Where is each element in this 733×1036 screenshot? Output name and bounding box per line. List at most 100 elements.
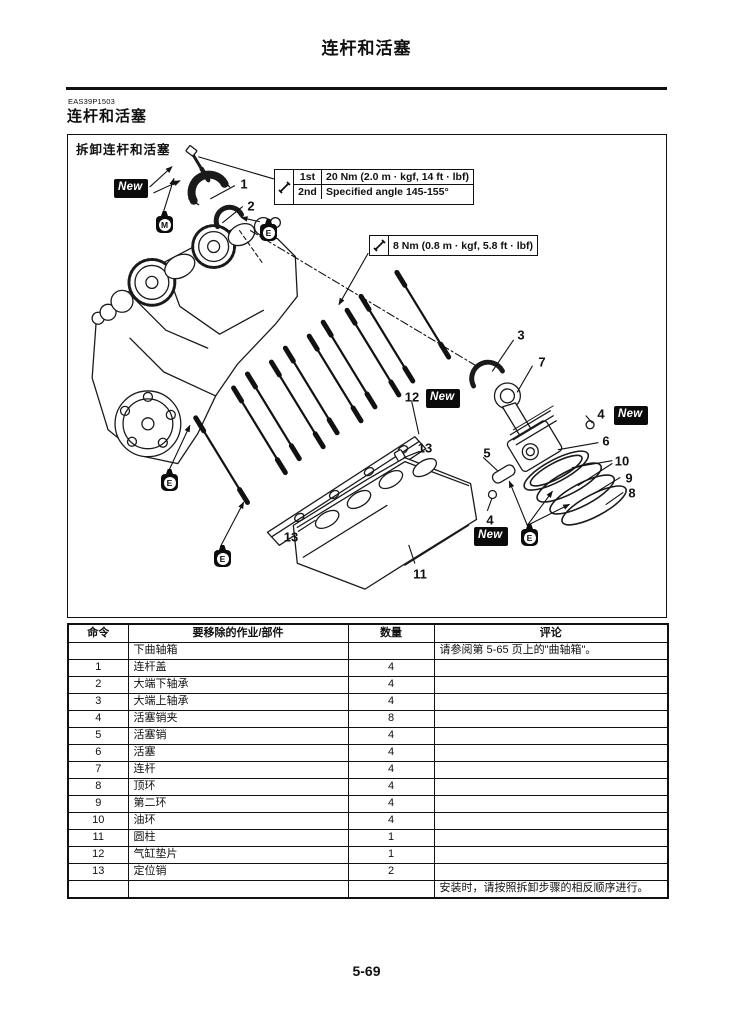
callout-13: 13 [417,440,433,456]
cell-part: 大端下轴承 [127,676,349,694]
exploded-view-figure: 拆卸连杆和活塞 1st 20 Nm (2.0 m · kgf, 14 ft · … [67,134,667,618]
table-row: 2 大端下轴承 4 [67,676,669,694]
callout-11: 11 [413,566,427,582]
cell-part: 连杆 [127,761,349,779]
cell-order: 11 [67,829,129,847]
cell-qty: 4 [347,693,435,711]
cell-order: 13 [67,863,129,881]
cell-order: 12 [67,846,129,864]
header-remarks: 评论 [433,623,669,643]
table-row: 11 圆柱 1 [67,829,669,847]
engine-oil-symbol: E [214,550,231,567]
cell-part: 活塞 [127,744,349,762]
cell-remarks [433,761,669,779]
exploded-view-drawing [91,145,627,590]
torque-value-secondary: 8 Nm (0.8 m · kgf, 5.8 ft · lbf) [393,239,534,252]
cell-qty: 4 [347,727,435,745]
cell-remarks [433,727,669,745]
cell-order: 1 [67,659,129,677]
cell-qty: 1 [347,846,435,864]
piston-pin-clip-bottom [487,489,498,500]
torque-step-2: 2nd [294,185,322,199]
torque-step-1: 1st [294,170,322,184]
page-number: 5-69 [352,963,381,979]
table-row: 6 活塞 4 [67,744,669,762]
table-row: 5 活塞销 4 [67,727,669,745]
cell-part: 定位销 [127,863,349,881]
cell-remarks [433,744,669,762]
rod-cap-and-bearings [185,145,245,230]
cell-remarks [433,659,669,677]
table-row: 安装时，请按照拆卸步骤的相反顺序进行。 [67,880,669,899]
cell-qty: 4 [347,795,435,813]
molybdenum-letter: M [158,218,171,231]
table-row: 7 连杆 4 [67,761,669,779]
cell-remarks: 安装时，请按照拆卸步骤的相反顺序进行。 [433,880,669,899]
cell-qty: 4 [347,676,435,694]
cell-part: 气缸垫片 [127,846,349,864]
cell-order: 5 [67,727,129,745]
torque-value-2: Specified angle 145-155° [326,186,449,198]
cell-order: 10 [67,812,129,830]
parts-removal-table: 命令 要移除的作业/部件 数量 评论 下曲轴箱 请参阅第 5-65 页上的"曲轴… [67,623,669,899]
cell-remarks: 请参阅第 5-65 页上的"曲轴箱"。 [433,642,669,660]
cell-remarks [433,846,669,864]
cell-remarks [433,812,669,830]
figure-caption: 拆卸连杆和活塞 [76,143,171,157]
connecting-rod-piston [487,382,595,500]
page-header-title: 连杆和活塞 [321,39,412,58]
wrench-icon [275,170,294,204]
cell-qty: 4 [347,659,435,677]
crankshaft [91,217,282,325]
cylinder-studs [193,269,452,505]
wrench-icon [370,236,389,255]
cell-order [67,642,129,660]
cell-qty: 1 [347,829,435,847]
engine-oil-letter: E [523,531,536,544]
cell-order: 4 [67,710,129,728]
table-row: 12 气缸垫片 1 [67,846,669,864]
callout-10: 10 [614,453,630,469]
callout-3: 3 [517,327,525,343]
table-row: 10 油环 4 [67,812,669,830]
callout-2: 2 [247,198,255,214]
table-row: 1 连杆盖 4 [67,659,669,677]
cell-qty [347,642,435,660]
table-row: 9 第二环 4 [67,795,669,813]
callout-5: 5 [483,445,491,461]
engine-oil-letter: E [262,226,275,239]
callout-13b: 13 [283,529,299,545]
cell-order: 9 [67,795,129,813]
new-badge: New [474,527,508,546]
callout-8: 8 [628,485,636,501]
torque-spec-main: 1st 20 Nm (2.0 m · kgf, 14 ft · lbf) 2nd… [274,169,474,205]
callout-9: 9 [625,470,633,486]
big-end-upper-bearing [469,359,505,389]
callout-4b: 4 [486,512,494,528]
cell-part: 油环 [127,812,349,830]
cell-part: 圆柱 [127,829,349,847]
cell-qty [347,880,435,899]
cell-order: 6 [67,744,129,762]
table-row: 13 定位销 2 [67,863,669,881]
cell-remarks [433,676,669,694]
cell-order: 7 [67,761,129,779]
piston-rings [523,450,627,526]
parts-table-body: 下曲轴箱 请参阅第 5-65 页上的"曲轴箱"。 1 连杆盖 4 2 大端下轴承… [67,642,669,899]
table-row: 3 大端上轴承 4 [67,693,669,711]
table-row: 4 活塞销夹 8 [67,710,669,728]
callout-4: 4 [597,406,605,422]
callout-7: 7 [538,354,546,370]
cell-remarks [433,778,669,796]
cell-qty: 4 [347,761,435,779]
cell-remarks [433,863,669,881]
table-header-row: 命令 要移除的作业/部件 数量 评论 [67,623,669,643]
cell-remarks [433,795,669,813]
header-part: 要移除的作业/部件 [127,623,349,643]
cell-order: 8 [67,778,129,796]
new-badge: New [426,389,460,408]
cell-part: 活塞销夹 [127,710,349,728]
engine-oil-letter: E [163,476,176,489]
new-badge: New [614,406,648,425]
